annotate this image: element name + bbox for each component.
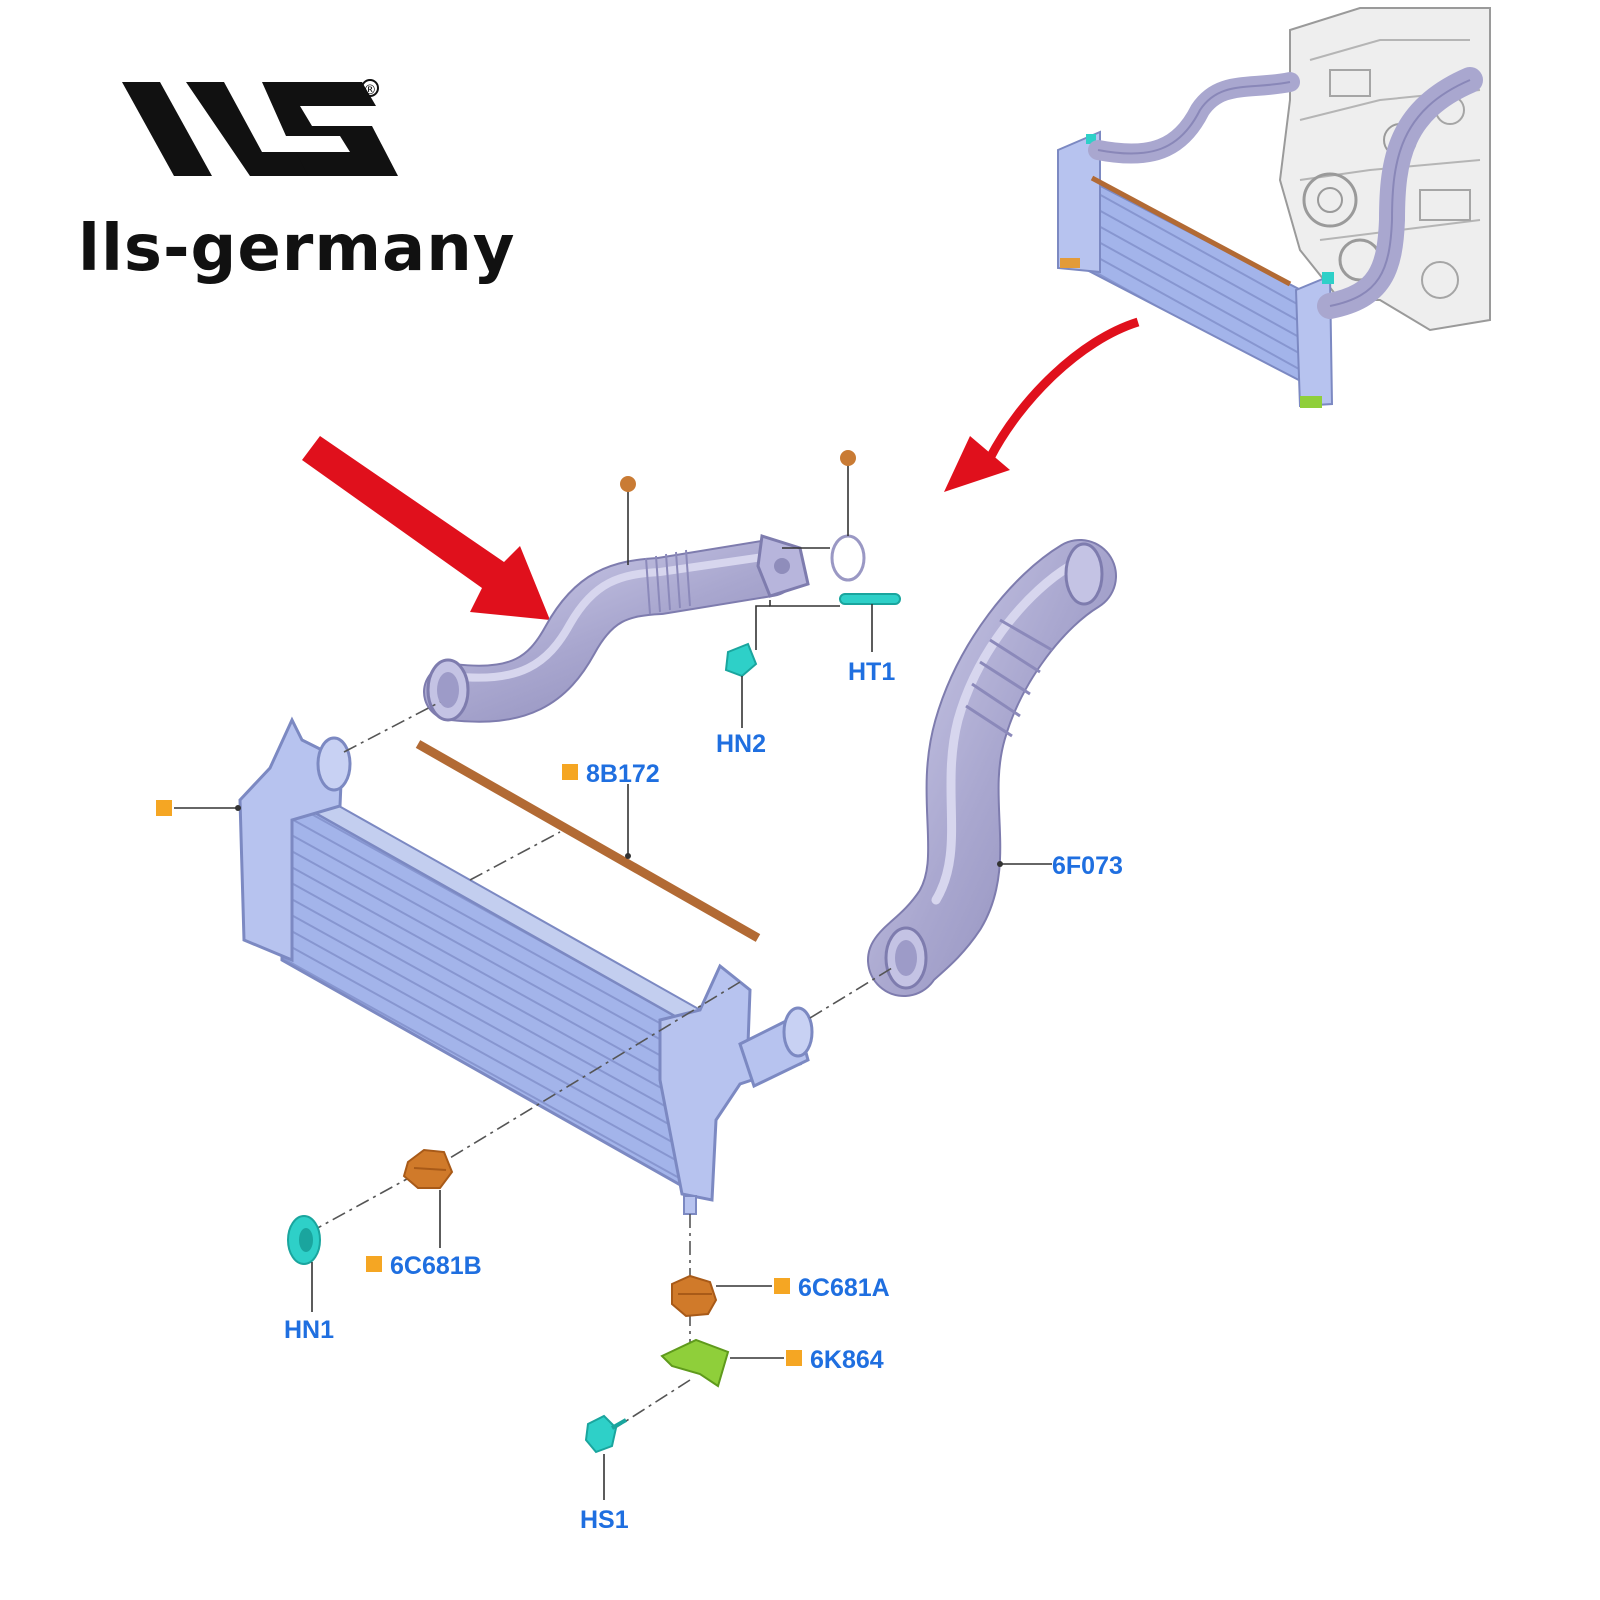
label-6c681b: 6C681B (390, 1252, 482, 1280)
curved-red-arrow (944, 317, 1140, 492)
hose-corrugation (645, 549, 691, 615)
marker-6k864 (786, 1350, 802, 1366)
hn1-nut (287, 1215, 321, 1312)
logo-stroke-s (262, 82, 398, 176)
marker-dot-oring (840, 450, 856, 466)
bushing-6c681b (402, 1148, 454, 1248)
o-ring (830, 534, 866, 582)
label-8b172: 8B172 (586, 760, 660, 788)
marker-left-tank (156, 800, 172, 816)
inset-gasket (1090, 175, 1292, 287)
highlight-red-arrow (302, 436, 550, 620)
inset-upper-hose (1088, 72, 1300, 164)
label-hs1: HS1 (580, 1506, 629, 1534)
hose-ribs (965, 618, 1053, 738)
label-hn1: HN1 (284, 1316, 334, 1344)
engine-overview-inset (1057, 7, 1491, 408)
hn2-nut (724, 642, 758, 728)
label-6f073: 6F073 (1052, 852, 1123, 880)
upper-charge-air-hose (423, 534, 810, 723)
brand-name: lls-germany (78, 212, 516, 286)
assembly-lines (313, 701, 893, 1431)
marker-6c681b (366, 1256, 382, 1272)
logo-stroke-l2 (186, 82, 332, 176)
upper-leaders (627, 460, 849, 650)
label-ht1: HT1 (848, 658, 895, 686)
intercooler-core (238, 716, 814, 1215)
marker-8b172 (562, 764, 578, 780)
hs1-screw (584, 1414, 627, 1500)
gasket-strip (415, 740, 761, 942)
bushing-6c681a (671, 1274, 772, 1318)
label-6k864: 6K864 (810, 1346, 884, 1374)
label-6c681a: 6C681A (798, 1274, 890, 1302)
marker-6c681a (774, 1278, 790, 1294)
logo-stroke-l1 (122, 82, 212, 176)
brand-logo: ® (122, 79, 398, 176)
marker-dot-hose (620, 476, 636, 492)
label-hn2: HN2 (716, 730, 766, 758)
lower-charge-air-hose (867, 539, 1117, 997)
bracket-6k864 (660, 1338, 784, 1388)
registered-mark: ® (364, 83, 377, 98)
ht1-pin (839, 593, 901, 652)
